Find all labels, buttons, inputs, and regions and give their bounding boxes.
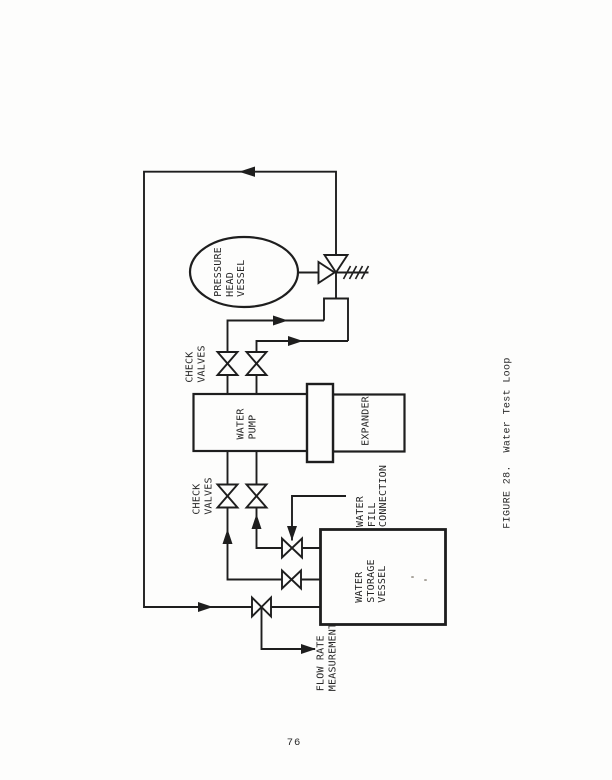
expander-shape: [331, 393, 406, 453]
water-fill-pipe: [291, 495, 346, 541]
check-valve-symbol: [244, 351, 269, 365]
check-valve-symbol: [215, 494, 240, 509]
discharge-elbow-pipe: [323, 297, 349, 341]
scan-speck: [411, 576, 414, 578]
flow-arrow-left: [239, 166, 255, 177]
vent-hatch-tick: [354, 265, 364, 280]
scan-speck: [424, 579, 427, 581]
flow-rate-measurement-label: FLOW RATE MEASUREMENT: [315, 622, 339, 692]
loop-valve-symbol: [260, 595, 272, 619]
flow-arrow-up: [222, 529, 233, 544]
relief-valve-symbol: [317, 260, 337, 285]
fill-valve-symbol: [281, 536, 294, 560]
flow-arrow-right: [301, 644, 316, 654]
check-valve-symbol: [244, 362, 269, 376]
pump-expander-coupling-shape: [305, 382, 335, 464]
flow-arrow-up: [251, 514, 262, 529]
flow-arrow-right: [288, 336, 303, 346]
check-valves-lower-label: CHECK VALVES: [191, 477, 215, 515]
check-valve-symbol: [244, 494, 269, 509]
check-valve-symbol: [215, 351, 240, 365]
expander-label: EXPANDER: [360, 396, 372, 446]
vent-hatch-tick: [360, 265, 370, 280]
suction-valve-symbol: [281, 568, 293, 591]
check-valves-upper-label: CHECK VALVES: [184, 345, 208, 383]
flow-arrow-right: [198, 602, 213, 612]
vent-hatch-tick: [348, 265, 358, 280]
flow-arrow-right: [273, 315, 288, 326]
flow-arrow-down: [287, 526, 297, 541]
fill-valve-symbol: [290, 536, 303, 560]
water-pump-label: WATER PUMP: [235, 408, 259, 440]
pump-discharge-pipe-2: [255, 340, 348, 394]
equipment-shapes: [188, 235, 447, 626]
pump-suction-pipe-2: [255, 451, 320, 549]
water-storage-vessel-shape: [319, 528, 447, 626]
flow-arrows: [198, 166, 316, 654]
pump-suction-pipe-1: [226, 451, 320, 581]
loop-valve-symbol: [251, 595, 263, 619]
valve-symbols: [215, 254, 350, 619]
check-valve-symbol: [215, 483, 240, 498]
suction-valve-symbol: [290, 568, 302, 591]
water-storage-vessel-label: WATER STORAGE VESSEL: [353, 559, 388, 603]
relief-valve-symbol: [322, 254, 350, 275]
figure-caption: FIGURE 28. Water Test Loop: [502, 357, 514, 529]
pressure-head-vessel-label: PRESSURE HEAD VESSEL: [212, 247, 247, 297]
vent-hatch-tick: [342, 265, 352, 280]
page-number: 76: [286, 737, 302, 749]
check-valve-symbol: [215, 362, 240, 376]
flow-measurement-pipe: [260, 607, 315, 650]
water-fill-connection-label: WATER FILL CONNECTION: [354, 464, 389, 528]
check-valve-symbol: [244, 483, 269, 498]
